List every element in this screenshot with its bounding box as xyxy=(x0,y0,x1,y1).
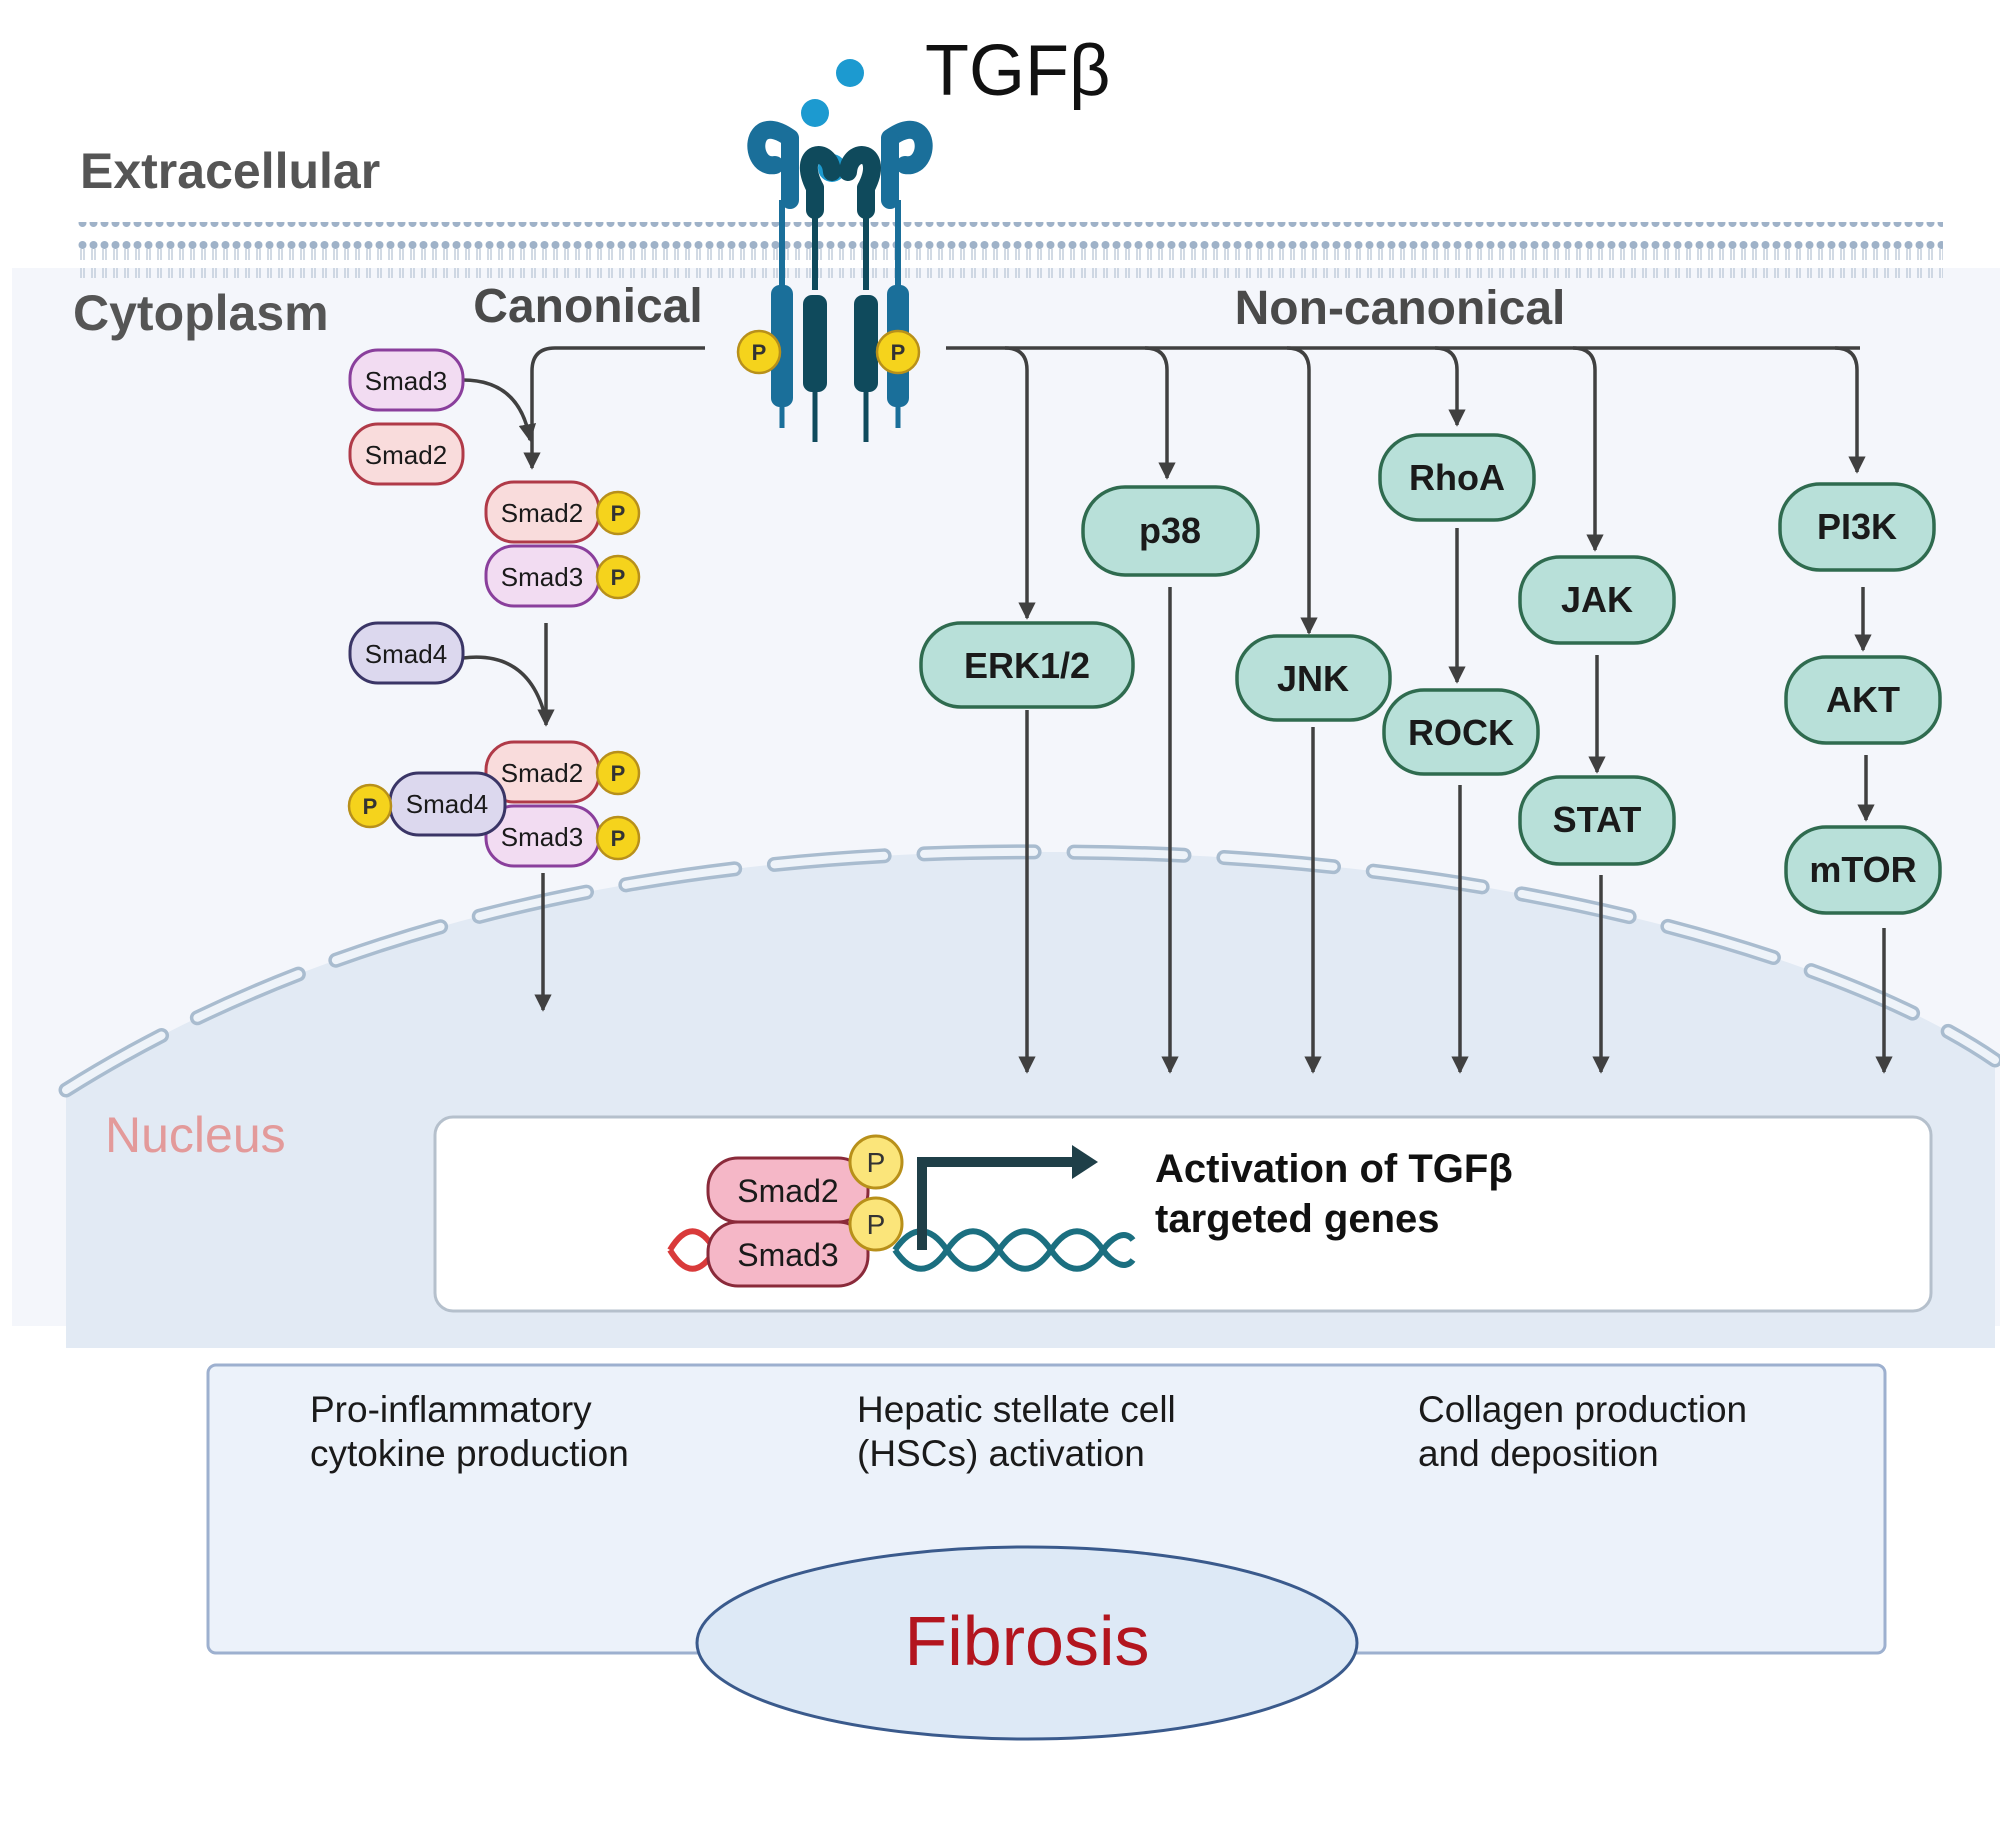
svg-text:ERK1/2: ERK1/2 xyxy=(964,645,1090,686)
svg-text:mTOR: mTOR xyxy=(1809,849,1916,890)
p38-node: p38 xyxy=(1081,485,1260,577)
canonical-label: Canonical xyxy=(473,280,702,333)
ligand-label: TGFβ xyxy=(925,31,1110,111)
phospho-label: P xyxy=(752,340,767,365)
svg-text:P: P xyxy=(611,761,626,786)
nucleus-label: Nucleus xyxy=(105,1107,286,1163)
rhoa-node: RhoA xyxy=(1378,433,1536,522)
rock-node: ROCK xyxy=(1382,688,1540,776)
smad4-recruit-arrow xyxy=(462,655,548,721)
smad3-free: Smad3 xyxy=(348,348,465,412)
pi3k-node: PI3K xyxy=(1778,482,1936,572)
outcome-3-line-1: Collagen production xyxy=(1418,1389,1747,1430)
extracellular-label: Extracellular xyxy=(80,143,380,199)
non-canonical-arrows xyxy=(946,346,1893,1074)
svg-text:P: P xyxy=(611,501,626,526)
outcome-1-line-1: Pro-inflammatory xyxy=(310,1389,592,1430)
fibrosis-label: Fibrosis xyxy=(904,1602,1149,1680)
svg-text:JNK: JNK xyxy=(1277,658,1349,699)
svg-text:Smad3: Smad3 xyxy=(365,366,447,396)
phospho-label: P xyxy=(891,340,906,365)
nuclear-envelope xyxy=(62,847,1999,1094)
stat-node: STAT xyxy=(1518,775,1676,866)
svg-text:Smad3: Smad3 xyxy=(501,562,583,592)
jnk-node: JNK xyxy=(1235,634,1392,722)
plasma-membrane xyxy=(78,222,1943,278)
outcome-3-line-2: and deposition xyxy=(1418,1433,1659,1474)
outcome-2-line-1: Hepatic stellate cell xyxy=(857,1389,1176,1430)
fibrosis-ellipse xyxy=(695,1545,1359,1741)
outcome-1-line-2: cytokine production xyxy=(310,1433,629,1474)
smad23-dna-bound: Smad2 Smad3 P P xyxy=(706,1134,904,1288)
svg-text:ROCK: ROCK xyxy=(1408,712,1514,753)
svg-text:P: P xyxy=(867,1209,886,1240)
svg-text:RhoA: RhoA xyxy=(1409,457,1505,498)
svg-text:STAT: STAT xyxy=(1553,799,1642,840)
svg-text:Smad4: Smad4 xyxy=(406,789,488,819)
smad2-phospho-pair: Smad2 P xyxy=(484,480,641,544)
activation-line-1: Activation of TGFβ xyxy=(1155,1147,1513,1191)
svg-text:Smad3: Smad3 xyxy=(501,822,583,852)
transcription-arrowhead xyxy=(1072,1145,1098,1179)
svg-text:p38: p38 xyxy=(1139,510,1201,551)
svg-text:Smad2: Smad2 xyxy=(501,758,583,788)
non-canonical-label: Non-canonical xyxy=(1235,282,1566,335)
smad3-recruit-arrow xyxy=(462,378,537,442)
receptor-to-smad23-arrow xyxy=(523,346,705,470)
mtor-node: mTOR xyxy=(1784,825,1942,915)
transcription-start-arrow xyxy=(917,1157,1080,1250)
svg-text:Smad2: Smad2 xyxy=(365,440,447,470)
svg-text:PI3K: PI3K xyxy=(1817,506,1897,547)
outcome-2-line-2: (HSCs) activation xyxy=(857,1433,1145,1474)
svg-text:P: P xyxy=(611,565,626,590)
cytoplasm-label: Cytoplasm xyxy=(73,285,329,341)
svg-text:Smad2: Smad2 xyxy=(501,498,583,528)
svg-text:Smad2: Smad2 xyxy=(737,1173,838,1209)
smad2-free: Smad2 xyxy=(348,422,465,486)
svg-text:AKT: AKT xyxy=(1826,679,1900,720)
svg-text:Smad4: Smad4 xyxy=(365,639,447,669)
svg-text:P: P xyxy=(611,826,626,851)
activation-line-2: targeted genes xyxy=(1155,1197,1440,1241)
svg-text:P: P xyxy=(363,794,378,819)
svg-text:Smad3: Smad3 xyxy=(737,1237,838,1273)
svg-text:JAK: JAK xyxy=(1561,579,1633,620)
tgfb-receptor-icon xyxy=(747,120,933,442)
smad4-free: Smad4 xyxy=(348,621,465,685)
receptor-phospho-right: P xyxy=(875,329,921,375)
smad3-phospho-pair: Smad3 P xyxy=(484,544,641,608)
svg-text:P: P xyxy=(867,1147,886,1178)
akt-node: AKT xyxy=(1784,655,1942,745)
jak-node: JAK xyxy=(1518,555,1676,645)
smad-trimer-complex: Smad2 P Smad3 P Smad4 P xyxy=(347,740,641,868)
erk-node: ERK1/2 xyxy=(919,621,1135,709)
receptor-phospho-left: P xyxy=(736,329,782,375)
